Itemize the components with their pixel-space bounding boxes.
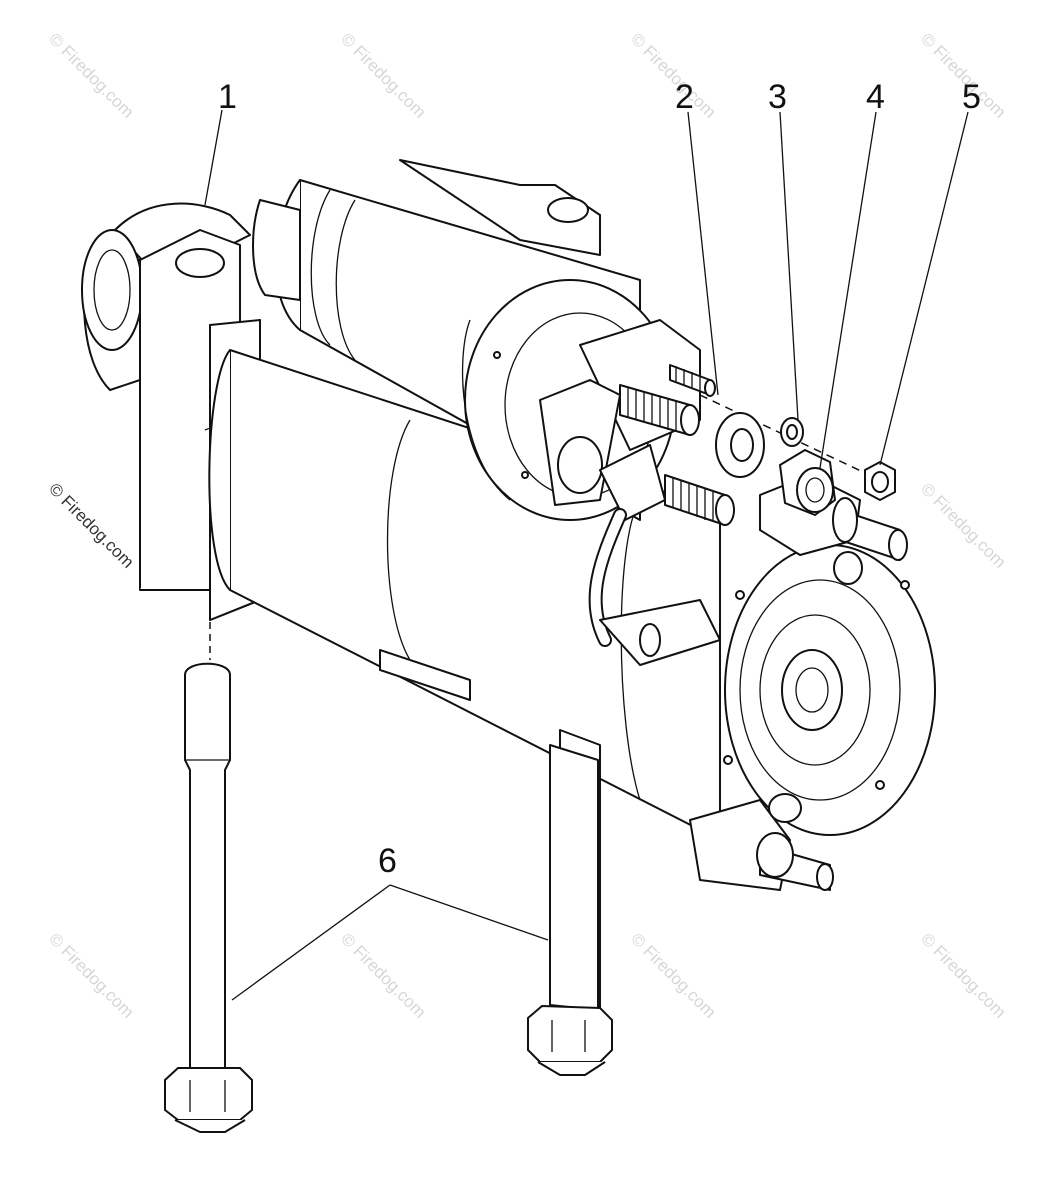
terminal-stud-small xyxy=(669,364,716,397)
watermark-text: © Firedog.com xyxy=(337,929,429,1021)
callout-1: 1 xyxy=(218,78,237,116)
watermark-text: © Firedog.com xyxy=(45,29,137,121)
callout-5: 5 xyxy=(962,78,981,116)
part-6-mounting-bolt-left xyxy=(164,622,253,1133)
solenoid-wire-strap xyxy=(588,508,721,666)
terminal-stud-lower xyxy=(664,474,735,526)
ground-terminal-stud xyxy=(756,793,834,891)
callout-6: 6 xyxy=(378,842,397,880)
part-4-terminal-nut xyxy=(779,449,836,516)
part-3-lock-washer xyxy=(780,417,804,447)
terminal-stud-upper xyxy=(619,384,700,436)
watermark-text: © Firedog.com xyxy=(917,929,1009,1021)
callout-4: 4 xyxy=(866,78,885,116)
part-2-washer xyxy=(715,412,765,478)
watermark-text: © Firedog.com xyxy=(917,479,1009,571)
callout-leaders xyxy=(204,109,969,1001)
callout-2: 2 xyxy=(675,78,694,116)
watermark-text: © Firedog.com xyxy=(45,929,137,1021)
watermark-text: © Firedog.com xyxy=(627,929,719,1021)
part-5-hex-nut xyxy=(864,461,896,501)
side-watermark-text: © Firedog.com xyxy=(45,479,137,571)
part-6-mounting-bolt-right xyxy=(527,744,613,1076)
callout-3: 3 xyxy=(768,78,787,116)
watermark-text: © Firedog.com xyxy=(627,29,719,121)
watermark-text: © Firedog.com xyxy=(337,29,429,121)
